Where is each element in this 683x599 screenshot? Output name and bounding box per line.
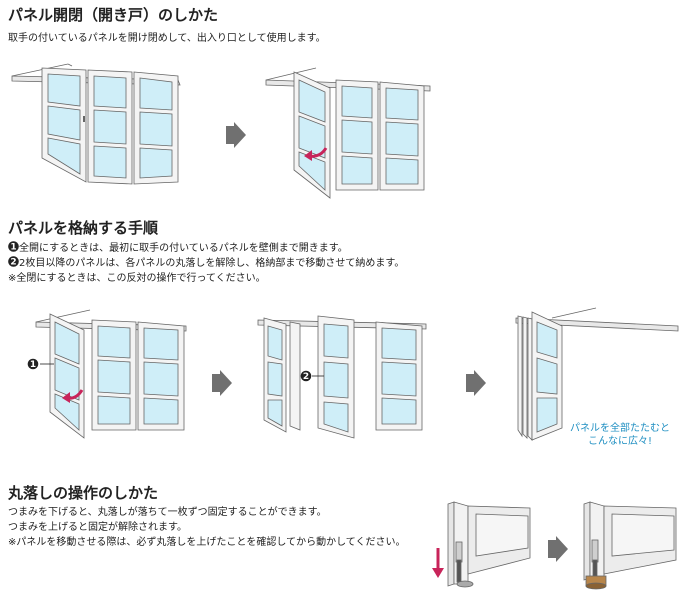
illustration-storage-step2: 2 (257, 315, 427, 439)
illustration-panels-closed (11, 63, 181, 185)
svg-text:2: 2 (303, 372, 309, 382)
section-title-drop-bolt: 丸落しの操作のしかた (8, 484, 159, 502)
step1-number-icon: 1 (8, 241, 19, 253)
arrow-right-icon (212, 370, 232, 396)
illustration-drop-bolt-lowered (432, 501, 531, 588)
svg-text:1: 1 (10, 243, 16, 252)
drop-bolt-line3: ※パネルを移動させる際は、必ず丸落しを上げたことを確認してから動かしてください。 (8, 537, 406, 548)
svg-text:1: 1 (30, 360, 36, 370)
storage-note: ※全閉にするときは、この反対の操作で行ってください。 (8, 273, 266, 284)
folded-caption: パネルを全部たたむと こんなに広々! (570, 423, 670, 447)
arrow-right-icon (466, 370, 486, 396)
illustration-storage-folded (515, 307, 679, 441)
callout-2-icon (300, 370, 312, 382)
section-title-open-close: パネル開閉（開き戸）のしかた (8, 6, 219, 24)
arrow-right-icon (548, 536, 568, 562)
section-desc-open-close: 取手の付いているパネルを開け閉めして、出入り口として使用します。 (8, 33, 326, 44)
step2-text: 2枚目以降のパネルは、各パネルの丸落しを解除し、格納部まで移動させて納めます。 (19, 258, 405, 269)
section-title-storage: パネルを格納する手順 (8, 219, 159, 237)
illustration-drop-bolt-fixed (583, 501, 677, 590)
drop-bolt-line2: つまみを上げると固定が解除されます。 (8, 522, 187, 533)
step1-text: 全開にするときは、最初に取手の付いているパネルを壁側まで開きます。 (19, 243, 348, 254)
arrow-right-icon (226, 122, 246, 148)
svg-text:2: 2 (10, 258, 16, 267)
illustration-storage-step1: 1 (27, 309, 187, 439)
callout-1-icon (27, 358, 39, 370)
drop-bolt-line1: つまみを下げると、丸落しが落ちて一枚ずつ固定することができます。 (8, 507, 327, 518)
step2-number-icon: 2 (8, 256, 19, 268)
illustration-door-opened (265, 67, 431, 199)
